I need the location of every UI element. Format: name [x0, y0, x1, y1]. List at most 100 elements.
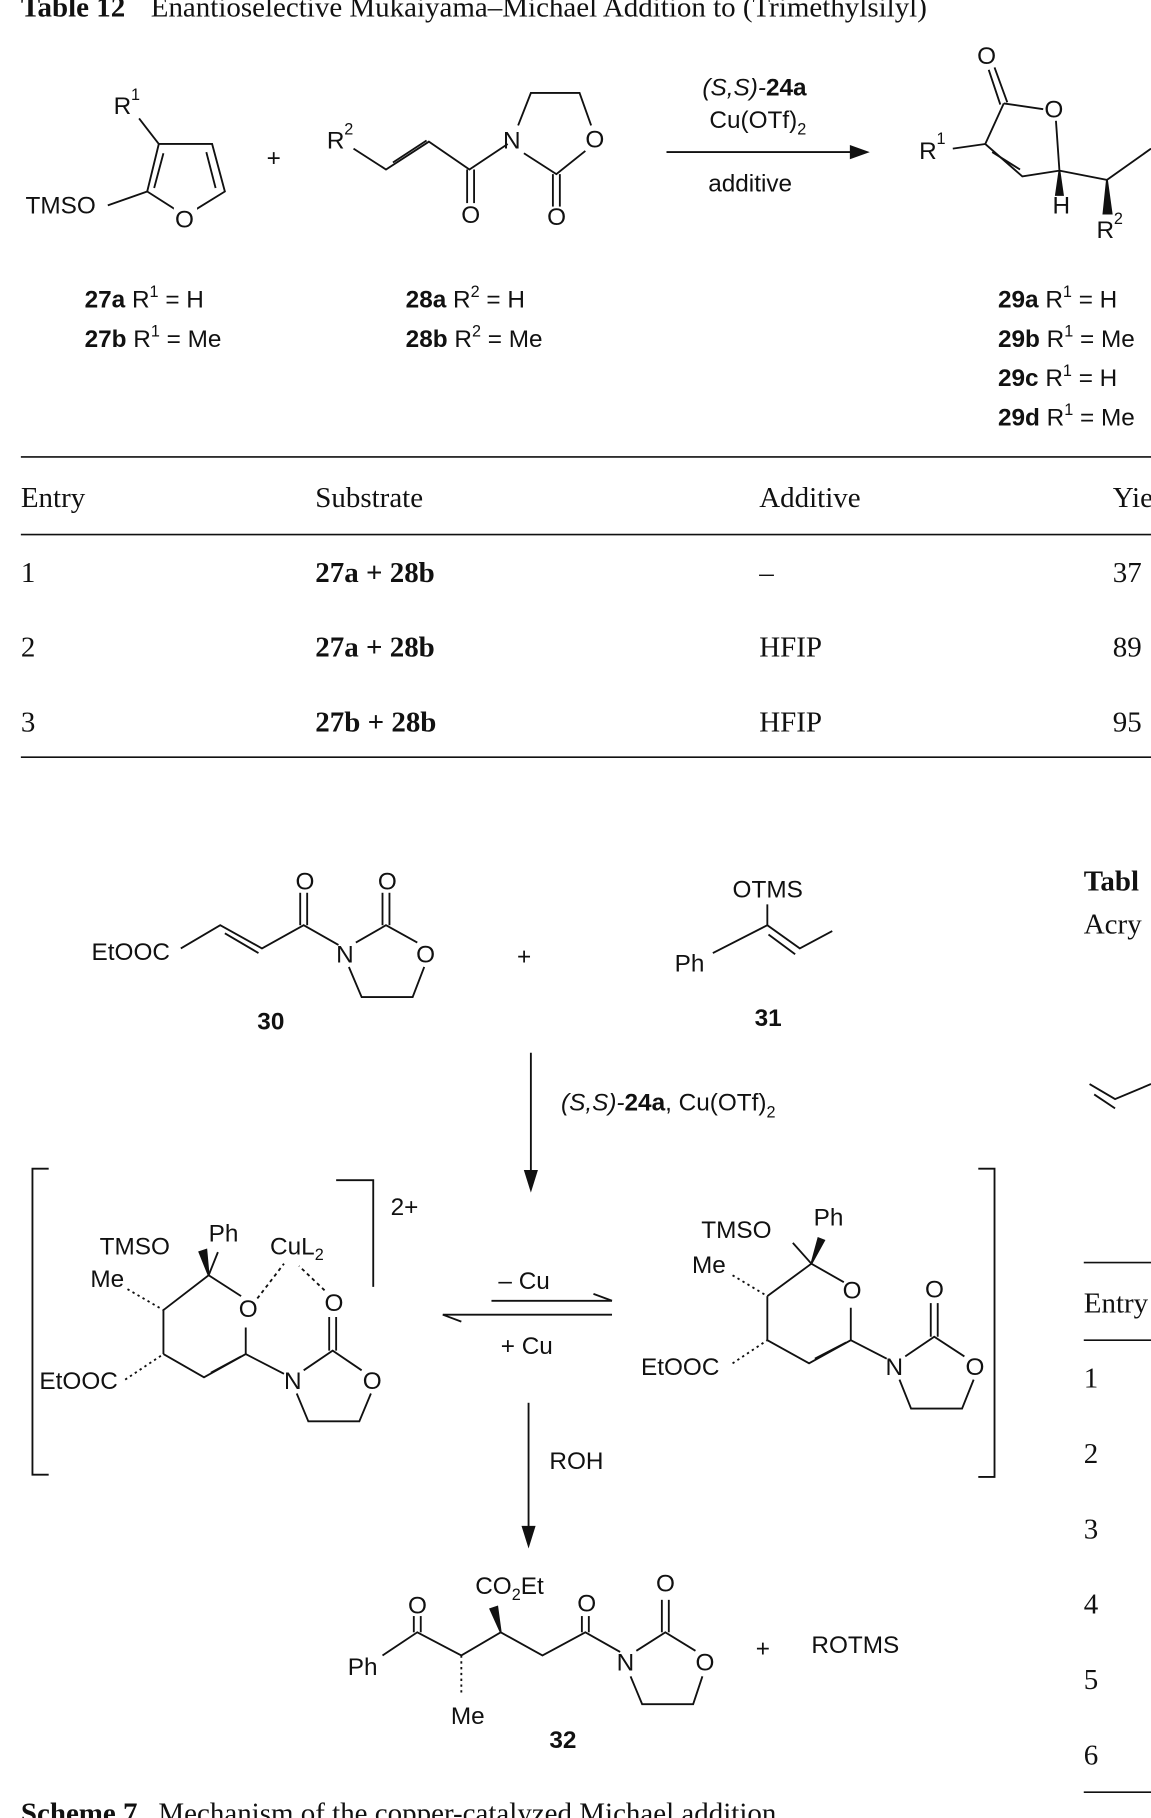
text-label: 27a R1 = H: [85, 283, 204, 313]
bond-line: [224, 932, 259, 954]
bond-line: [303, 1349, 363, 1372]
text-label: R: [114, 93, 132, 120]
bond-line: [392, 139, 428, 164]
bond-line: [767, 933, 796, 955]
text-label: 4: [1084, 1589, 1099, 1621]
text-label: HFIP: [759, 631, 822, 663]
plus-sign: +: [267, 145, 281, 172]
text-label: 29d R1 = Me: [998, 401, 1135, 431]
bond-line: [1054, 170, 1064, 196]
text-label: CuL2: [270, 1233, 324, 1264]
text-label: R: [1039, 286, 1063, 313]
text-label: Ph: [814, 1204, 844, 1231]
text-label: 2: [1114, 210, 1123, 228]
bond-line: [298, 1265, 326, 1292]
copper-complex-intermediate: TMSO Ph CuL2 Me O N O O EtOOC: [39, 1221, 382, 1423]
bond-line: [295, 1393, 372, 1423]
text-label: + Cu: [501, 1333, 553, 1360]
text-label: R: [1040, 326, 1064, 353]
bond-line: [517, 92, 593, 126]
text-label: 1: [131, 86, 140, 104]
compound-labels-29: 29a R1 = H 29b R1 = Me 29c R1 = H 29d R1…: [998, 283, 1135, 432]
column-header-additive: Additive: [759, 482, 860, 514]
text-label: O: [577, 1590, 596, 1617]
text-label: (S,S)-: [702, 74, 766, 101]
compound-30-structure: EtOOC O N O O 30: [92, 868, 435, 1035]
bond-line: [904, 1335, 965, 1358]
text-label: OTMS: [733, 876, 803, 903]
text-label: 1: [150, 283, 159, 301]
bond-line: [732, 1274, 768, 1297]
text-label: (S,S)-24a, Cu(OTf)2: [561, 1090, 776, 1122]
text-label: = Me: [481, 326, 543, 353]
text-label: Scheme 7: [21, 1797, 138, 1818]
bond-line: [521, 1525, 536, 1549]
compound-labels-27: 27a R1 = H 27b R1 = Me: [85, 283, 222, 353]
text-label: Mechanism of the copper-catalyzed Michae…: [158, 1797, 776, 1818]
bond-line: [146, 143, 226, 217]
bond-line: [952, 143, 986, 150]
column-header-substrate: Substrate: [315, 482, 423, 514]
table-row: 2 27a + 28b HFIP 89: [21, 631, 1142, 663]
text-label: Me: [692, 1252, 726, 1279]
text-label: O: [325, 1290, 344, 1317]
text-label: N: [617, 1650, 635, 1677]
text-label: N: [503, 128, 521, 155]
text-label: 27b R1 = Me: [85, 322, 222, 352]
table13-partial: Tabl Acry Entry 1 2 3 4 5 6: [1084, 865, 1151, 1794]
text-label: HFIP: [759, 707, 822, 739]
text-label: Ph: [675, 951, 705, 978]
text-label: 29a: [998, 286, 1039, 313]
text-label: Cu(OTf)2: [709, 107, 806, 139]
text-label: , Cu(OTf): [665, 1090, 766, 1117]
text-label: Entry: [1084, 1287, 1149, 1319]
table-row: 1 27a + 28b – 37: [21, 557, 1142, 589]
bond-line: [766, 1262, 845, 1297]
text-label: EtOOC: [92, 939, 170, 966]
text-label: (S,S)-: [561, 1090, 625, 1117]
text-label: – Cu: [498, 1268, 549, 1295]
text-label: Cu(OTf): [709, 107, 797, 134]
equilibrium-arrows: – Cu + Cu: [442, 1268, 613, 1360]
text-label: 1: [1064, 401, 1073, 419]
text-label: 24a: [766, 74, 807, 101]
bond-line: [629, 1675, 704, 1706]
compound-32-structure: Ph O CO2Et O Me N O O 32 + ROTMS: [348, 1571, 900, 1754]
text-label: Tabl: [1084, 865, 1139, 897]
bond-line: [381, 1631, 621, 1657]
bond-line: [810, 1236, 826, 1265]
plus-sign: +: [517, 944, 531, 971]
bond-line: [991, 151, 1021, 171]
text-label: O: [977, 43, 996, 70]
charge-bracket: [336, 1179, 375, 1287]
bond-line: [712, 924, 833, 954]
text-label: 2: [315, 1246, 324, 1264]
text-label: O: [925, 1276, 944, 1303]
text-label: 6: [1084, 1739, 1098, 1771]
text-label: 29a R1 = H: [998, 283, 1117, 313]
scheme7-caption: Scheme 7 Mechanism of the copper-catalyze…: [21, 1797, 777, 1818]
bond-line: [442, 1313, 462, 1323]
text-label: 1: [937, 130, 946, 148]
bond-line: [198, 1248, 210, 1276]
text-label: –: [758, 557, 774, 589]
text-label: 30: [257, 1009, 284, 1036]
text-label: 28b R2 = Me: [406, 322, 543, 352]
text-label: Et: [521, 1573, 544, 1600]
text-label: Table 12: [21, 0, 125, 23]
bond-line: [245, 1353, 285, 1375]
text-label: 2: [512, 1586, 521, 1604]
text-label: 1: [21, 557, 35, 589]
bond-line: [205, 151, 217, 189]
bond-line: [1093, 1093, 1116, 1110]
bond-line: [207, 1251, 219, 1276]
text-label: Ph: [348, 1654, 378, 1681]
bond-line: [124, 1353, 164, 1381]
bond-line: [993, 67, 1009, 103]
text-label: O: [378, 868, 397, 895]
text-label: 3: [21, 707, 35, 739]
text-label: TMSO: [26, 193, 96, 220]
